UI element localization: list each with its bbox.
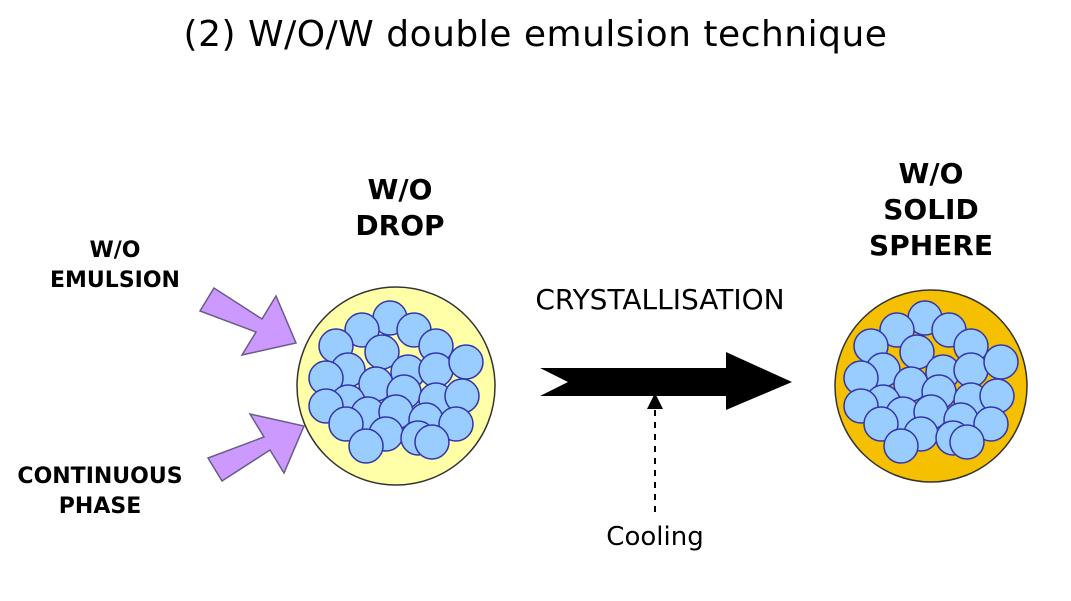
wo-solid-sphere-label: W/O SOLID SPHERE (846, 156, 1016, 264)
wo-drop-droplet (414, 424, 450, 460)
wo-drop-label-line2: DROP (355, 209, 445, 242)
wo-emulsion-label-line1: W/O (89, 238, 141, 263)
emulsion-input-arrow (198, 286, 298, 357)
crystallisation-arrow (540, 352, 792, 410)
wo-emulsion-label: W/O EMULSION (20, 236, 210, 296)
page-title: (2) W/O/W double emulsion technique (183, 14, 888, 55)
continuous-phase-label-line2: PHASE (58, 494, 142, 519)
wo-emulsion-label-line2: EMULSION (50, 268, 180, 293)
wo-drop-droplet (438, 406, 474, 442)
wo-solid-sphere-label-line2: SOLID (883, 193, 979, 226)
wo-drop-label-line1: W/O (367, 173, 433, 206)
wo-solid-sphere-label-line3: SPHERE (869, 229, 993, 262)
continuous-phase-label: CONTINUOUS PHASE (0, 462, 200, 522)
continuous-phase-label-line1: CONTINUOUS (17, 464, 183, 489)
wo-solid-sphere-internal-droplets (843, 300, 1019, 464)
wo-solid-sphere-droplet (983, 344, 1019, 380)
cooling-label: Cooling (606, 522, 704, 552)
cooling-arrow-head (647, 393, 663, 409)
wo-drop-droplet (448, 344, 484, 380)
wo-solid-sphere-droplet (883, 428, 919, 464)
wo-drop-droplet (418, 352, 454, 388)
wo-drop-droplet (348, 428, 384, 464)
wo-solid-sphere-label-line1: W/O (898, 157, 964, 190)
wo-solid-sphere-droplet (973, 406, 1009, 442)
crystallisation-label: CRYSTALLISATION (535, 283, 785, 316)
wo-solid-sphere-droplet (949, 424, 985, 460)
continuous-phase-input-arrow (206, 412, 306, 483)
wo-drop-label: W/O DROP (320, 172, 480, 244)
wo-solid-sphere-droplet (953, 352, 989, 388)
wo-drop-internal-droplets (308, 300, 484, 464)
